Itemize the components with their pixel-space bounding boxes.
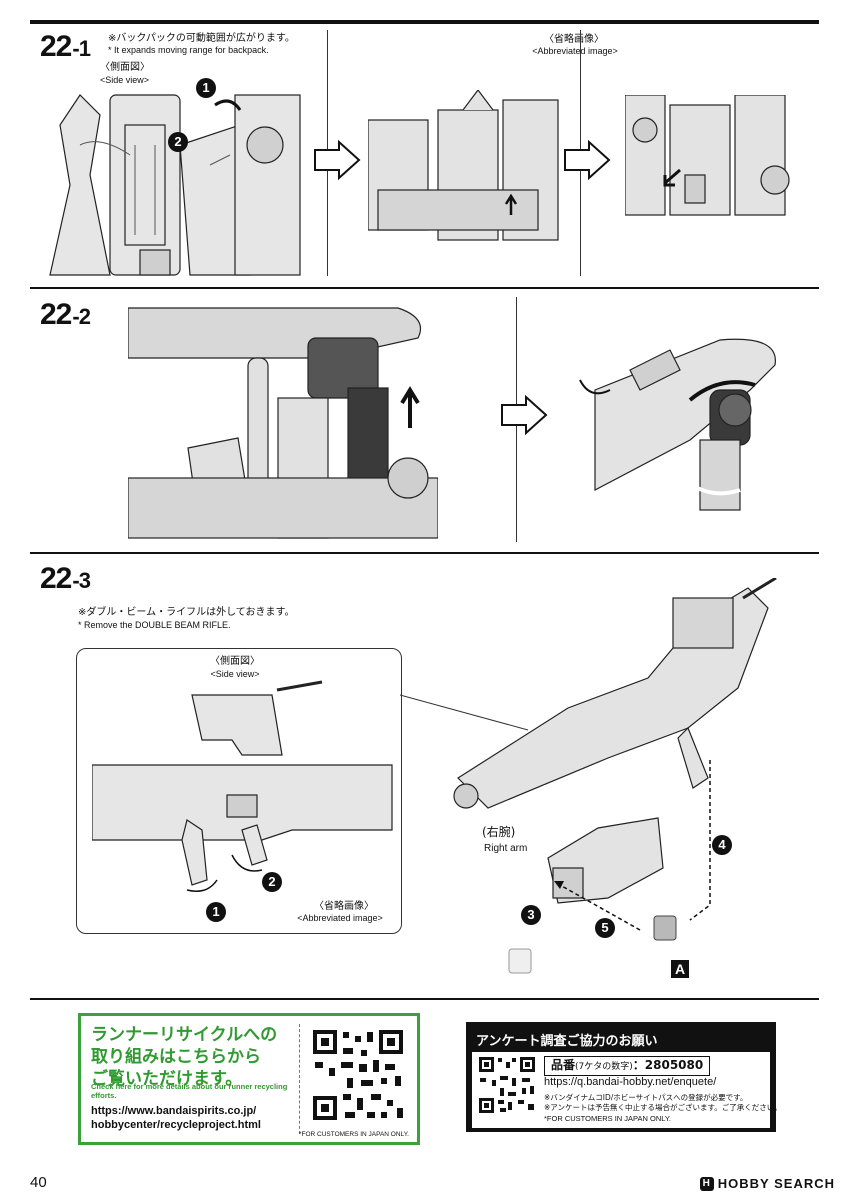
step-22-1-note-en: * It expands moving range for backpack. xyxy=(108,45,269,55)
brand-logo-icon: H xyxy=(699,1176,714,1191)
binder-rotation-illustration xyxy=(579,338,776,511)
product-number-hint: (7ケタの数字) xyxy=(575,1062,633,1072)
next-arrow-icon xyxy=(564,140,611,180)
step-sub-number: -3 xyxy=(72,568,91,593)
product-number-label: 品番 xyxy=(551,1058,576,1072)
step-22-3-note-jp: ※ダブル・ビーム・ライフルは外しておきます。 xyxy=(78,607,295,618)
step-badge: 2 xyxy=(168,132,188,152)
step-22-1-side-view-en: <Side view> xyxy=(100,75,150,85)
step-badge: 5 xyxy=(595,918,615,938)
step-22-1-side-view-jp: 〈側面図〉 xyxy=(100,62,150,73)
next-arrow-icon xyxy=(314,140,361,180)
brand-watermark: H HOBBY SEARCH xyxy=(699,1176,835,1191)
hand-part-a-illustration xyxy=(653,915,677,941)
survey-note: ※バンダイナムコID/ホビーサイトパスへの登録が必要です。 xyxy=(544,1093,748,1102)
step-badge: 2 xyxy=(262,872,282,892)
recycle-jp-heading: ランナーリサイクルへの 取り組みはこちらから ご覧いただけます。 xyxy=(91,1024,277,1090)
product-number-value: ：2805080 xyxy=(632,1058,704,1072)
right-arm-label-jp: (右腕) xyxy=(482,825,516,839)
step-badge: 3 xyxy=(521,905,541,925)
recycle-url[interactable]: https://www.bandaispirits.co.jp/ hobbyce… xyxy=(91,1104,261,1132)
recycle-jp-line: ご覧いただけます。 xyxy=(91,1069,243,1089)
survey-qr-code-icon[interactable] xyxy=(478,1056,536,1114)
survey-title: アンケート調査ご協力のお願い xyxy=(476,1034,658,1049)
survey-note: *FOR CUSTOMERS IN JAPAN ONLY. xyxy=(544,1114,671,1123)
rifle-side-view-illustration xyxy=(92,680,393,892)
product-number: 品番(7ケタの数字)：2805080 xyxy=(544,1056,711,1076)
rifle-main-illustration xyxy=(453,578,777,809)
page-number: 40 xyxy=(30,1174,47,1191)
step-number-22-3: 22-3 xyxy=(40,562,91,596)
top-rule xyxy=(30,20,819,24)
survey-url[interactable]: https://q.bandai-hobby.net/enquete/ xyxy=(544,1076,717,1088)
step-sub-number: -1 xyxy=(72,36,91,61)
brand-name: HOBBY SEARCH xyxy=(717,1176,835,1191)
survey-note: ※アンケートは予告無く中止する場合がございます。ご了承ください。 xyxy=(544,1103,782,1112)
step-sub-number: -2 xyxy=(72,304,91,329)
step-main-number: 22 xyxy=(40,30,72,63)
recycle-en-text: Check here for more details about our ru… xyxy=(91,1082,288,1100)
section-rule xyxy=(30,287,819,289)
right-arm-illustration xyxy=(547,817,664,904)
callout-line xyxy=(400,694,529,731)
section-rule xyxy=(30,998,819,1000)
recycle-qr-code-icon[interactable] xyxy=(311,1028,405,1122)
recycle-jp-line: ランナーリサイクルへの xyxy=(91,1025,278,1045)
survey-box: アンケート調査ご協力のお願い 品番(7ケタの数字)：2805080 https:… xyxy=(466,1022,782,1132)
step-badge: 4 xyxy=(712,835,732,855)
backpack-side-view-illustration xyxy=(49,94,301,276)
step-22-3-note-en: * Remove the DOUBLE BEAM RIFLE. xyxy=(78,620,231,630)
step-badge: 1 xyxy=(206,902,226,922)
step-badge: 1 xyxy=(196,78,216,98)
recycle-jp-line: 取り組みはこちらから xyxy=(91,1047,261,1067)
step-main-number: 22 xyxy=(40,298,72,331)
right-arm-label-en: Right arm xyxy=(484,843,528,854)
backpack-binder-illustration xyxy=(128,307,438,539)
step-main-number: 22 xyxy=(40,562,72,595)
section-rule xyxy=(30,552,819,554)
assembly-guide-lines xyxy=(554,760,711,931)
step-number-22-2: 22-2 xyxy=(40,298,91,332)
removed-hand-illustration xyxy=(508,948,532,974)
runner-recycle-box: ランナーリサイクルへの 取り組みはこちらから ご覧いただけます。 Check h… xyxy=(78,1013,420,1145)
side-view-panel xyxy=(76,648,402,934)
divider xyxy=(299,1024,301,1134)
next-arrow-icon xyxy=(501,395,548,435)
recycle-url-line[interactable]: https://www.bandaispirits.co.jp/ xyxy=(91,1105,257,1117)
step-22-1-abbr-en: <Abbreviated image> xyxy=(532,46,618,56)
step-22-3-side-view-jp: 〈側面図〉 xyxy=(210,656,260,667)
survey-body: 品番(7ケタの数字)：2805080 https://q.bandai-hobb… xyxy=(472,1052,782,1128)
step-number-22-1: 22-1 xyxy=(40,30,91,64)
step-22-1-note-jp: ※バックパックの可動範囲が広がります。 xyxy=(108,33,295,44)
recycle-url-line[interactable]: hobbycenter/recycleproject.html xyxy=(91,1119,261,1131)
step-22-3-side-view-en: <Side view> xyxy=(210,669,260,679)
part-label-a: A xyxy=(671,960,689,978)
backpack-abbreviated-illustration-2 xyxy=(625,95,790,216)
backpack-abbreviated-illustration-1 xyxy=(368,90,559,241)
step-22-3-abbr-jp: 〈省略画像〉 xyxy=(314,901,374,912)
step-22-1-abbr-jp: 〈省略画像〉 xyxy=(544,34,604,45)
step-22-3-abbr-en: <Abbreviated image> xyxy=(297,913,383,923)
recycle-footnote: *FOR CUSTOMERS IN JAPAN ONLY. xyxy=(298,1131,409,1138)
